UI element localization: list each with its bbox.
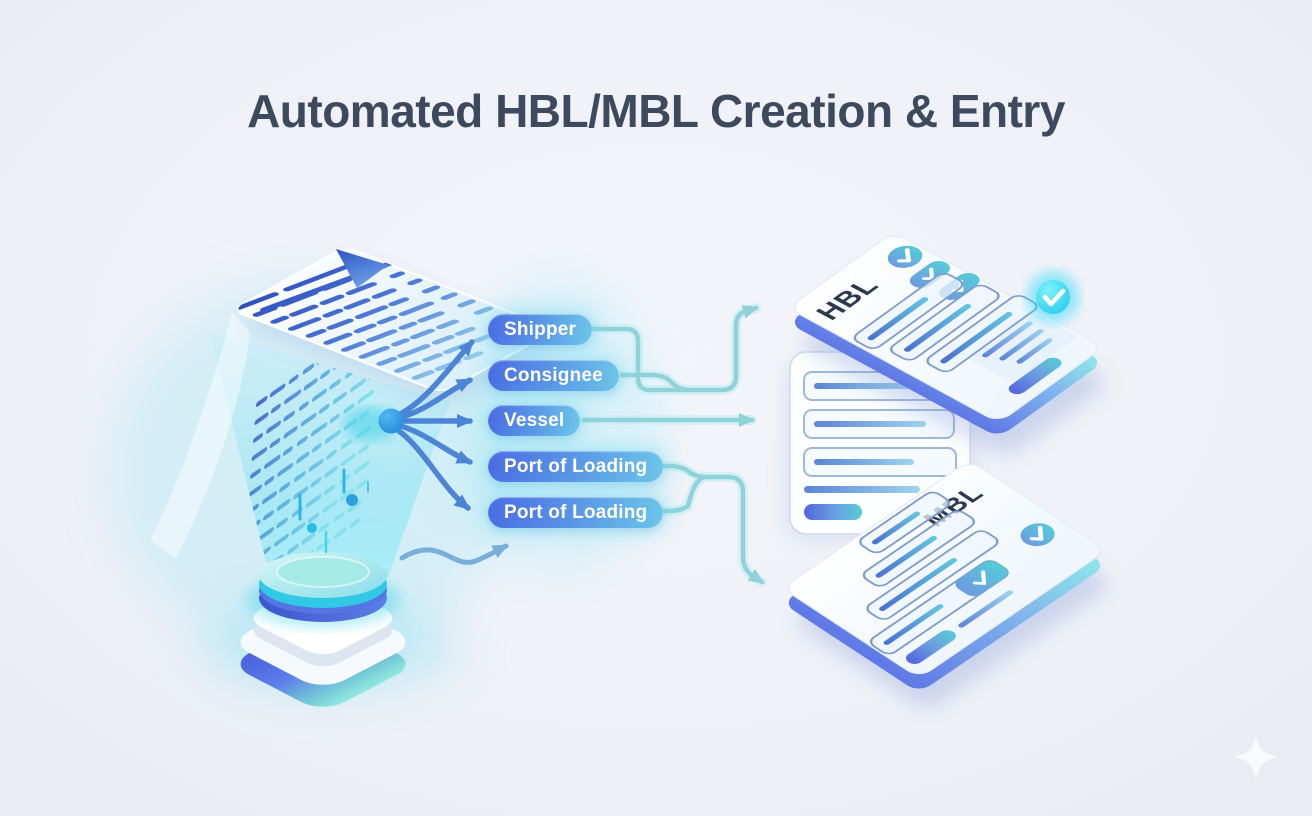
field-pill-vessel: Vessel — [488, 405, 581, 436]
extraction-arrows — [390, 339, 475, 511]
hbl-action-pill — [1008, 357, 1062, 395]
field-pill-label: Port of Loading — [504, 502, 648, 523]
extraction-node — [344, 407, 404, 441]
field-pill-shipper: Shipper — [488, 314, 593, 345]
hbl-verified-badge — [1036, 280, 1070, 314]
arrow-to-port-of-loading-1 — [391, 421, 473, 465]
page-title: Automated HBL/MBL Creation & Entry — [247, 85, 1065, 137]
field-pill-port-of-loading-2: Port of Loading — [488, 497, 664, 528]
scan-particles — [298, 468, 369, 554]
arrow-to-consignee — [391, 377, 473, 422]
connector-to-hbl — [683, 305, 759, 393]
connector-port-2 — [659, 474, 709, 514]
field-pill-port-of-loading-1: Port of Loading — [488, 451, 664, 482]
field-pill-label: Shipper — [504, 319, 577, 340]
connector-consignee — [619, 372, 693, 393]
field-pill-label: Port of Loading — [504, 456, 648, 477]
connector-port-1 — [659, 463, 709, 480]
scanner-arrow — [399, 543, 509, 565]
check-icon — [1029, 525, 1044, 541]
connector-to-mbl — [703, 474, 765, 585]
mbl-check-chip — [955, 561, 1008, 597]
hbl-check-badge — [887, 245, 923, 268]
field-pill-label: Vessel — [504, 410, 565, 431]
sparkle-icon — [1234, 735, 1278, 779]
scanner-device — [240, 468, 406, 707]
field-connectors — [579, 303, 767, 587]
field-pill-consignee: Consignee — [488, 360, 619, 391]
arrow-to-shipper — [391, 339, 475, 420]
field-pill-label: Consignee — [504, 365, 603, 386]
page-curl — [150, 312, 250, 558]
folded-corner — [336, 249, 388, 288]
hbl-card: HBL — [794, 235, 1106, 455]
check-icon — [1042, 288, 1066, 307]
mbl-card: MBL — [787, 464, 1109, 708]
arrow-to-port-of-loading-2 — [390, 424, 471, 511]
connector-shipper — [581, 326, 689, 393]
check-icon — [897, 248, 912, 263]
check-icon — [922, 267, 934, 280]
mbl-action-pill — [905, 630, 956, 664]
mbl-check-badge — [1020, 523, 1055, 547]
check-icon — [972, 570, 987, 585]
form-submit-pill — [804, 504, 862, 520]
